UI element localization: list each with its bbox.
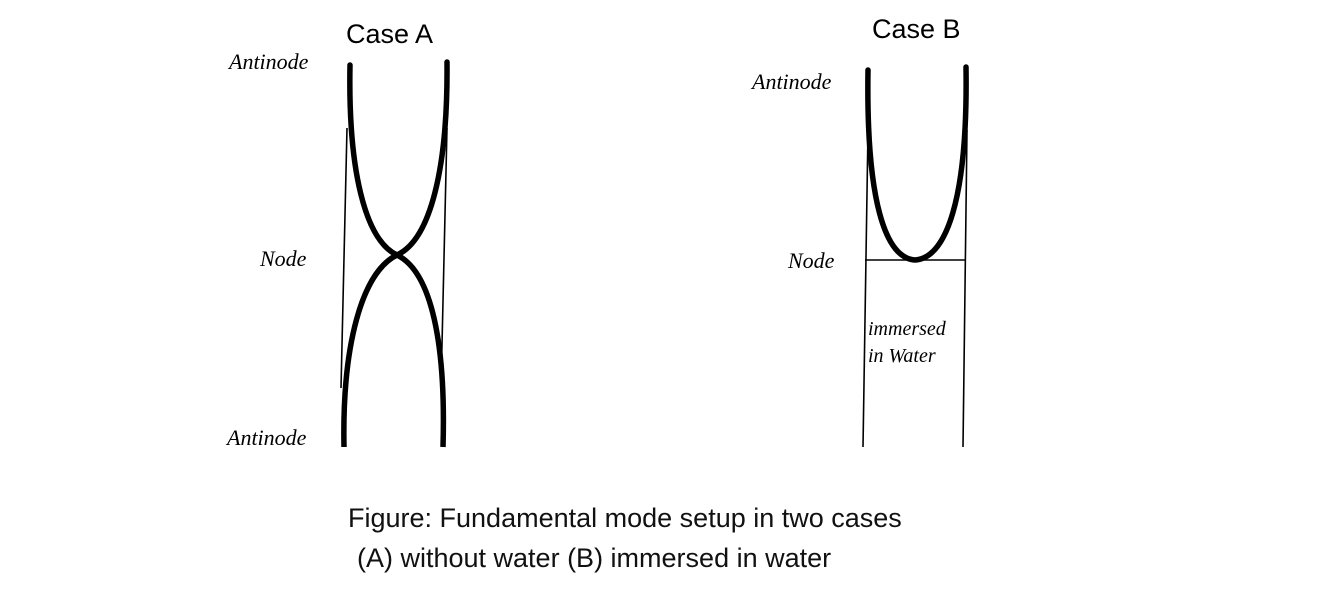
case-b-title: Case B bbox=[872, 14, 961, 44]
case-a-node-label: Node bbox=[259, 246, 307, 271]
case-a-lower-left-envelope bbox=[341, 252, 399, 448]
case-a-right-wall bbox=[440, 127, 448, 389]
case-b-envelope bbox=[865, 64, 969, 263]
case-b-left-wall bbox=[862, 129, 869, 448]
case-b-right-wall bbox=[962, 129, 968, 448]
case-b-group: Case B Antinode Node immersed in Water bbox=[750, 14, 969, 448]
case-b-water-label-line1: immersed bbox=[868, 318, 947, 340]
case-a-left-wall bbox=[340, 127, 348, 389]
case-b-antinode-label: Antinode bbox=[750, 69, 832, 94]
case-a-antinode-top-label: Antinode bbox=[227, 49, 309, 74]
caption-line-2: (A) without water (B) immersed in water bbox=[357, 543, 832, 573]
case-a-title: Case A bbox=[346, 19, 433, 49]
case-a-group: Case A Antinode Node Antinode bbox=[225, 19, 450, 450]
case-a-lower-right-envelope bbox=[395, 252, 447, 448]
caption-line-1: Figure: Fundamental mode setup in two ca… bbox=[348, 503, 902, 533]
case-b-node-label: Node bbox=[787, 248, 835, 273]
case-a-upper-envelope bbox=[347, 59, 450, 259]
case-a-antinode-bottom-label: Antinode bbox=[225, 425, 307, 450]
case-b-water-label-line2: in Water bbox=[868, 345, 936, 367]
